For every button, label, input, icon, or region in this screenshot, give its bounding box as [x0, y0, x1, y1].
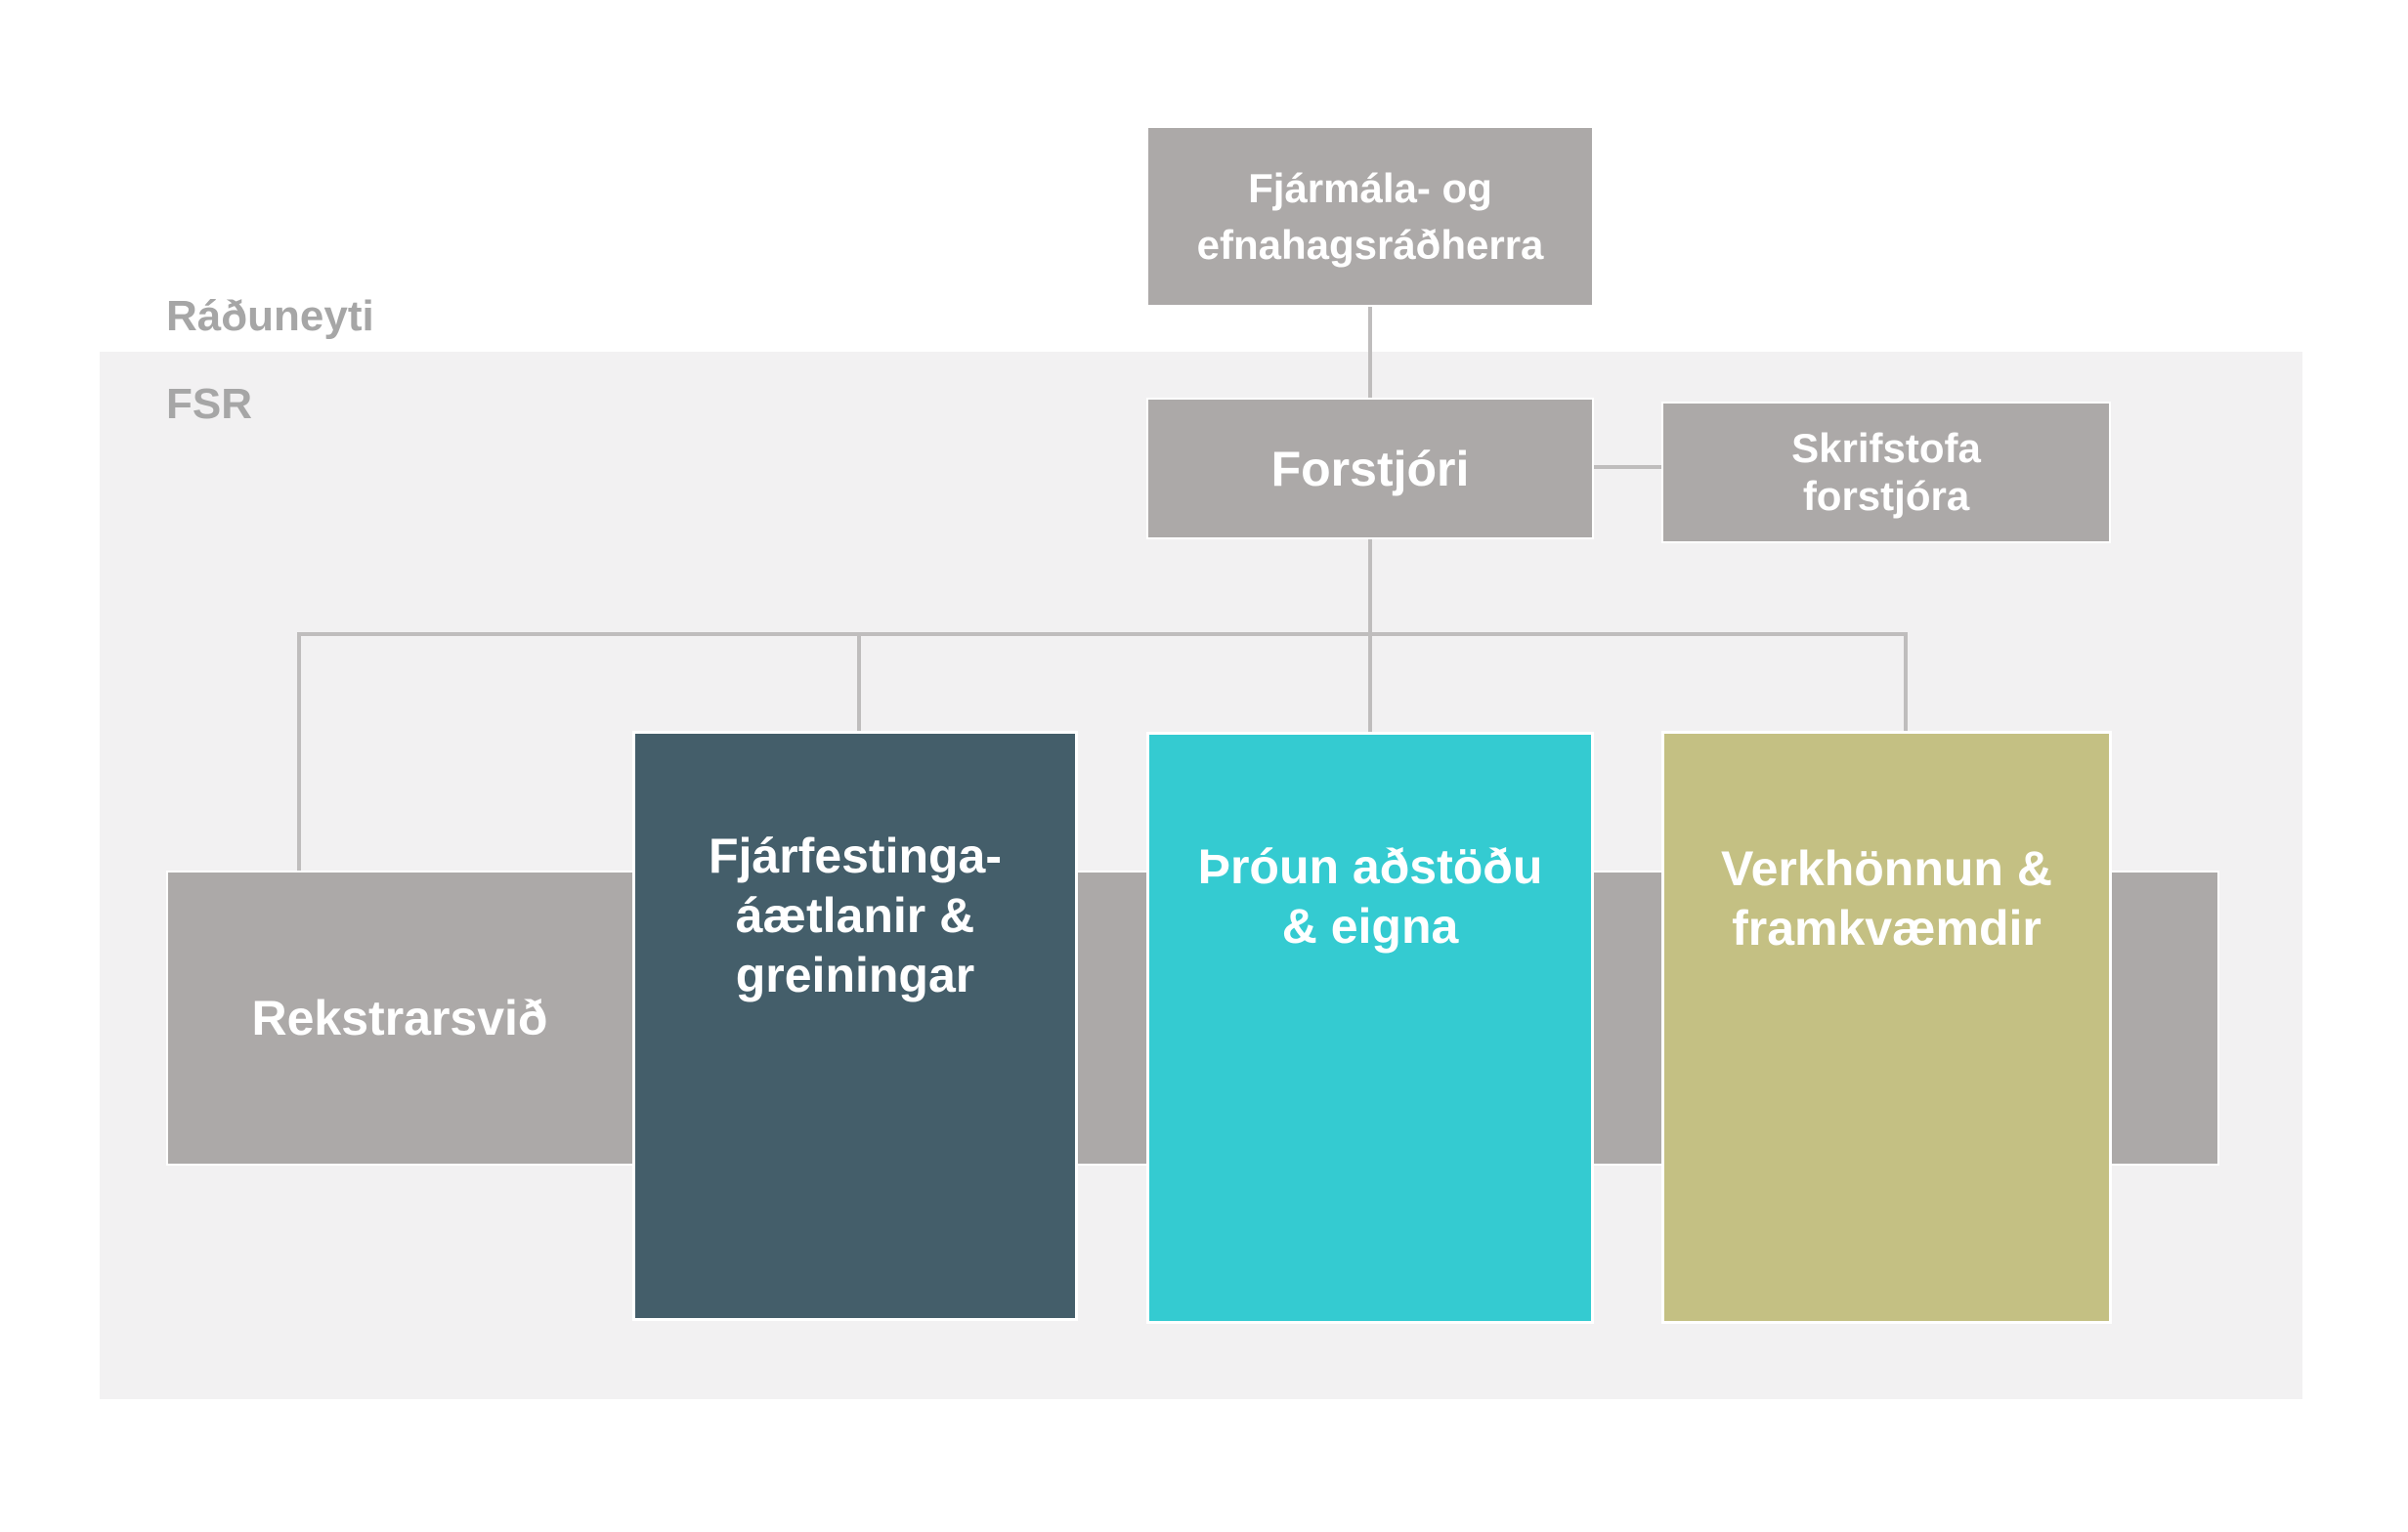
division-investment-line3: greiningar [735, 948, 975, 1002]
connector-to-investment [857, 632, 861, 734]
director-office-line1: Skrifstofa [1791, 424, 1981, 471]
division-facilities-development: Þróun aðstöðu & eigna [1146, 732, 1594, 1324]
operations-label: Rekstrarsvið [251, 991, 548, 1045]
division-investment-line2: áætlanir & [735, 888, 975, 943]
division-investment-line1: Fjárfestinga- [708, 829, 1003, 883]
director-label: Forstjóri [1270, 441, 1470, 496]
connector-to-design [1904, 632, 1908, 734]
division-design-construction: Verkhönnun & framkvæmdir [1661, 731, 2112, 1324]
director-office-line2: forstjóra [1802, 472, 1970, 519]
division-facilities-line2: & eigna [1281, 899, 1459, 954]
fsr-region-label: FSR [166, 380, 252, 428]
minister-label-line2: efnahagsráðherra [1196, 221, 1544, 268]
connector-horizontal-bus [297, 632, 1908, 636]
minister-label-line1: Fjármála- og [1248, 164, 1492, 211]
minister-box: Fjármála- og efnahagsráðherra [1146, 126, 1594, 307]
director-office-box: Skrifstofa forstjóra [1661, 402, 2111, 543]
connector-to-operations [297, 632, 301, 874]
division-investment-plans: Fjárfestinga- áætlanir & greiningar [632, 731, 1078, 1321]
division-design-line2: framkvæmdir [1732, 901, 2042, 956]
connector-director-office [1593, 465, 1663, 469]
division-facilities-line1: Þróun aðstöðu [1197, 839, 1543, 894]
division-design-line1: Verkhönnun & [1721, 841, 2052, 896]
connector-minister-director [1368, 305, 1372, 401]
ministry-region-label: Ráðuneyti [166, 292, 374, 340]
director-box: Forstjóri [1146, 398, 1594, 539]
